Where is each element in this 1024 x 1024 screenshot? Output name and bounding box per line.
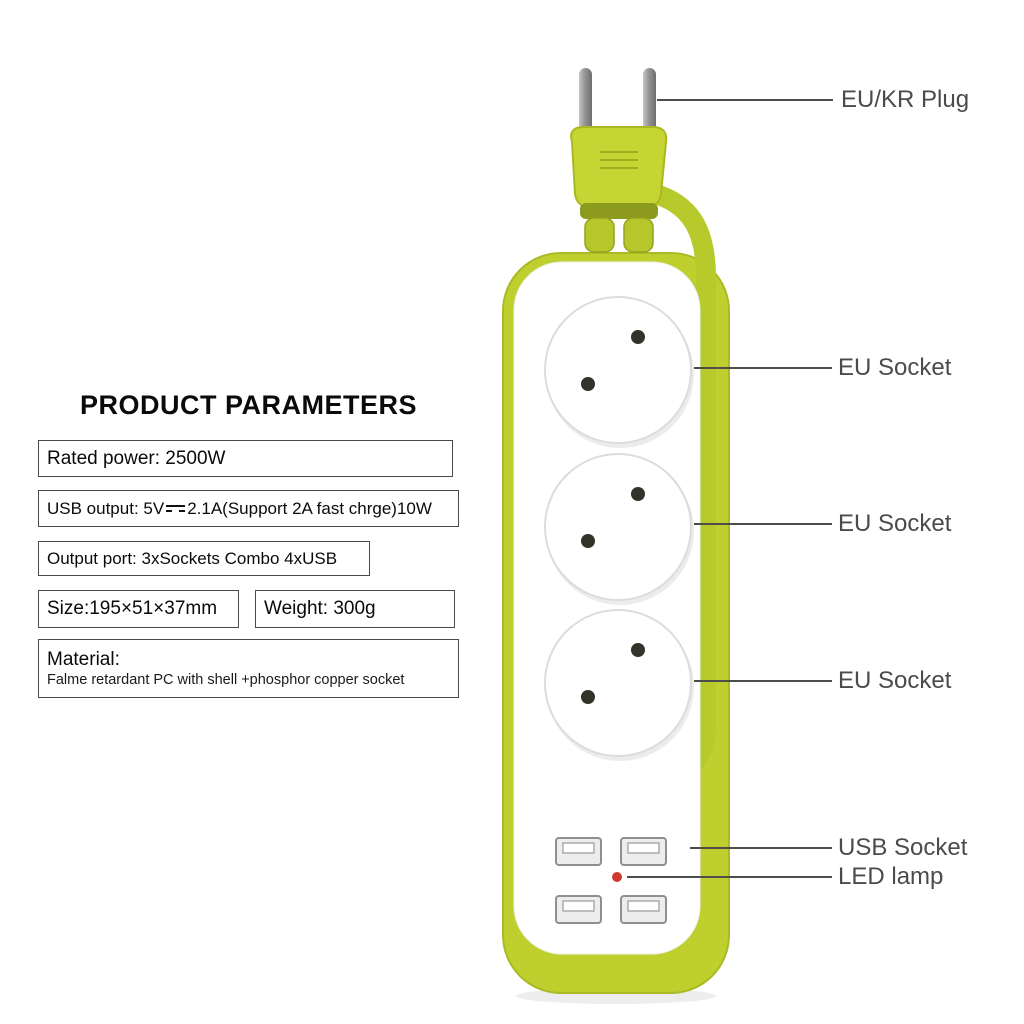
plug-hinge <box>584 217 654 253</box>
spec-rated-power: Rated power: 2500W <box>38 440 453 477</box>
eu-socket-3 <box>544 609 694 761</box>
usb-port-4 <box>620 895 667 924</box>
callout-line-usb <box>690 847 832 849</box>
spec-material-desc: Falme retardant PC with shell +phosphor … <box>47 672 405 688</box>
spec-usb-output-post: 2.1A(Support 2A fast chrge)10W <box>187 498 432 518</box>
callout-socket2-label: EU Socket <box>838 510 952 537</box>
spec-usb-output-pre: USB output: 5V <box>47 498 165 518</box>
spec-output-port: Output port: 3xSockets Combo 4xUSB <box>38 541 370 576</box>
eu-socket-2 <box>544 453 694 605</box>
spec-rated-power-text: Rated power: 2500W <box>47 447 226 469</box>
plug-pins <box>579 68 656 144</box>
spec-material-label: Material: <box>47 649 120 670</box>
spec-size-text: Size:195×51×37mm <box>47 598 218 619</box>
usb-port-3 <box>555 895 602 924</box>
callout-line-led <box>627 876 832 878</box>
callout-line-socket2 <box>694 523 832 525</box>
usb-port-1 <box>555 837 602 866</box>
callout-line-socket3 <box>694 680 832 682</box>
callout-line-plug <box>657 99 833 101</box>
usb-ports <box>555 837 667 924</box>
page-title: PRODUCT PARAMETERS <box>79 390 417 420</box>
eu-socket-1 <box>544 296 694 448</box>
callout-usb-label: USB Socket <box>838 834 968 861</box>
callout-led-label: LED lamp <box>838 863 944 890</box>
callout-socket1-label: EU Socket <box>838 354 952 381</box>
spec-output-port-text: Output port: 3xSockets Combo 4xUSB <box>47 548 338 568</box>
spec-material: Material: Falme retardant PC with shell … <box>38 639 459 698</box>
spec-weight-text: Weight: 300g <box>264 598 376 619</box>
usb-port-2 <box>620 837 667 866</box>
callout-plug-label: EU/KR Plug <box>841 86 970 113</box>
dc-current-symbol <box>166 503 186 515</box>
plug-body <box>570 126 668 219</box>
led-lamp-dot <box>612 872 622 882</box>
spec-usb-output: USB output: 5V 2.1A(Support 2A fast chrg… <box>38 490 459 527</box>
callout-socket3-label: EU Socket <box>838 667 952 694</box>
spec-size: Size:195×51×37mm <box>38 590 239 628</box>
spec-weight: Weight: 300g <box>255 590 455 628</box>
callout-line-socket1 <box>694 367 832 369</box>
